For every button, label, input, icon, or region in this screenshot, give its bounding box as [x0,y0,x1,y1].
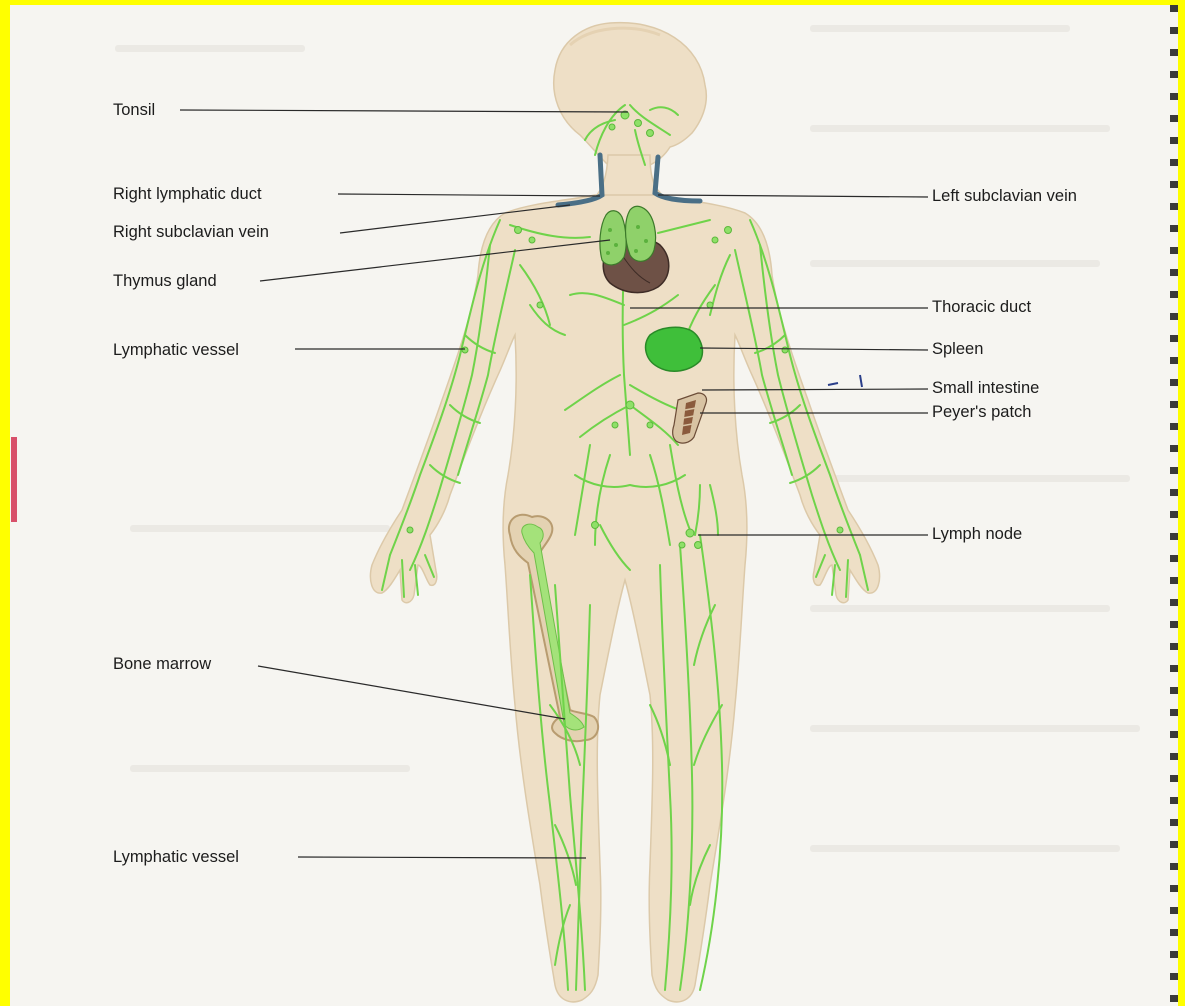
label-spleen: Spleen [932,340,983,358]
label-small-intestine: Small intestine [932,379,1039,397]
label-right-subclavian-vein: Right subclavian vein [113,223,269,241]
label-thymus-gland: Thymus gland [113,272,217,290]
label-lymphatic-vessel-arm: Lymphatic vessel [113,341,239,359]
label-right-lymphatic-duct: Right lymphatic duct [113,185,262,203]
label-peyers-patch: Peyer's patch [932,403,1031,421]
page: Tonsil Right lymphatic duct Right subcla… [10,5,1178,1006]
label-bone-marrow: Bone marrow [113,655,211,673]
body-silhouette [370,23,879,1002]
label-left-subclavian-vein: Left subclavian vein [932,187,1077,205]
label-lymph-node: Lymph node [932,525,1022,543]
label-thoracic-duct: Thoracic duct [932,298,1031,316]
label-lymphatic-vessel-leg: Lymphatic vessel [113,848,239,866]
spleen [646,327,703,371]
label-tonsil: Tonsil [113,101,155,119]
